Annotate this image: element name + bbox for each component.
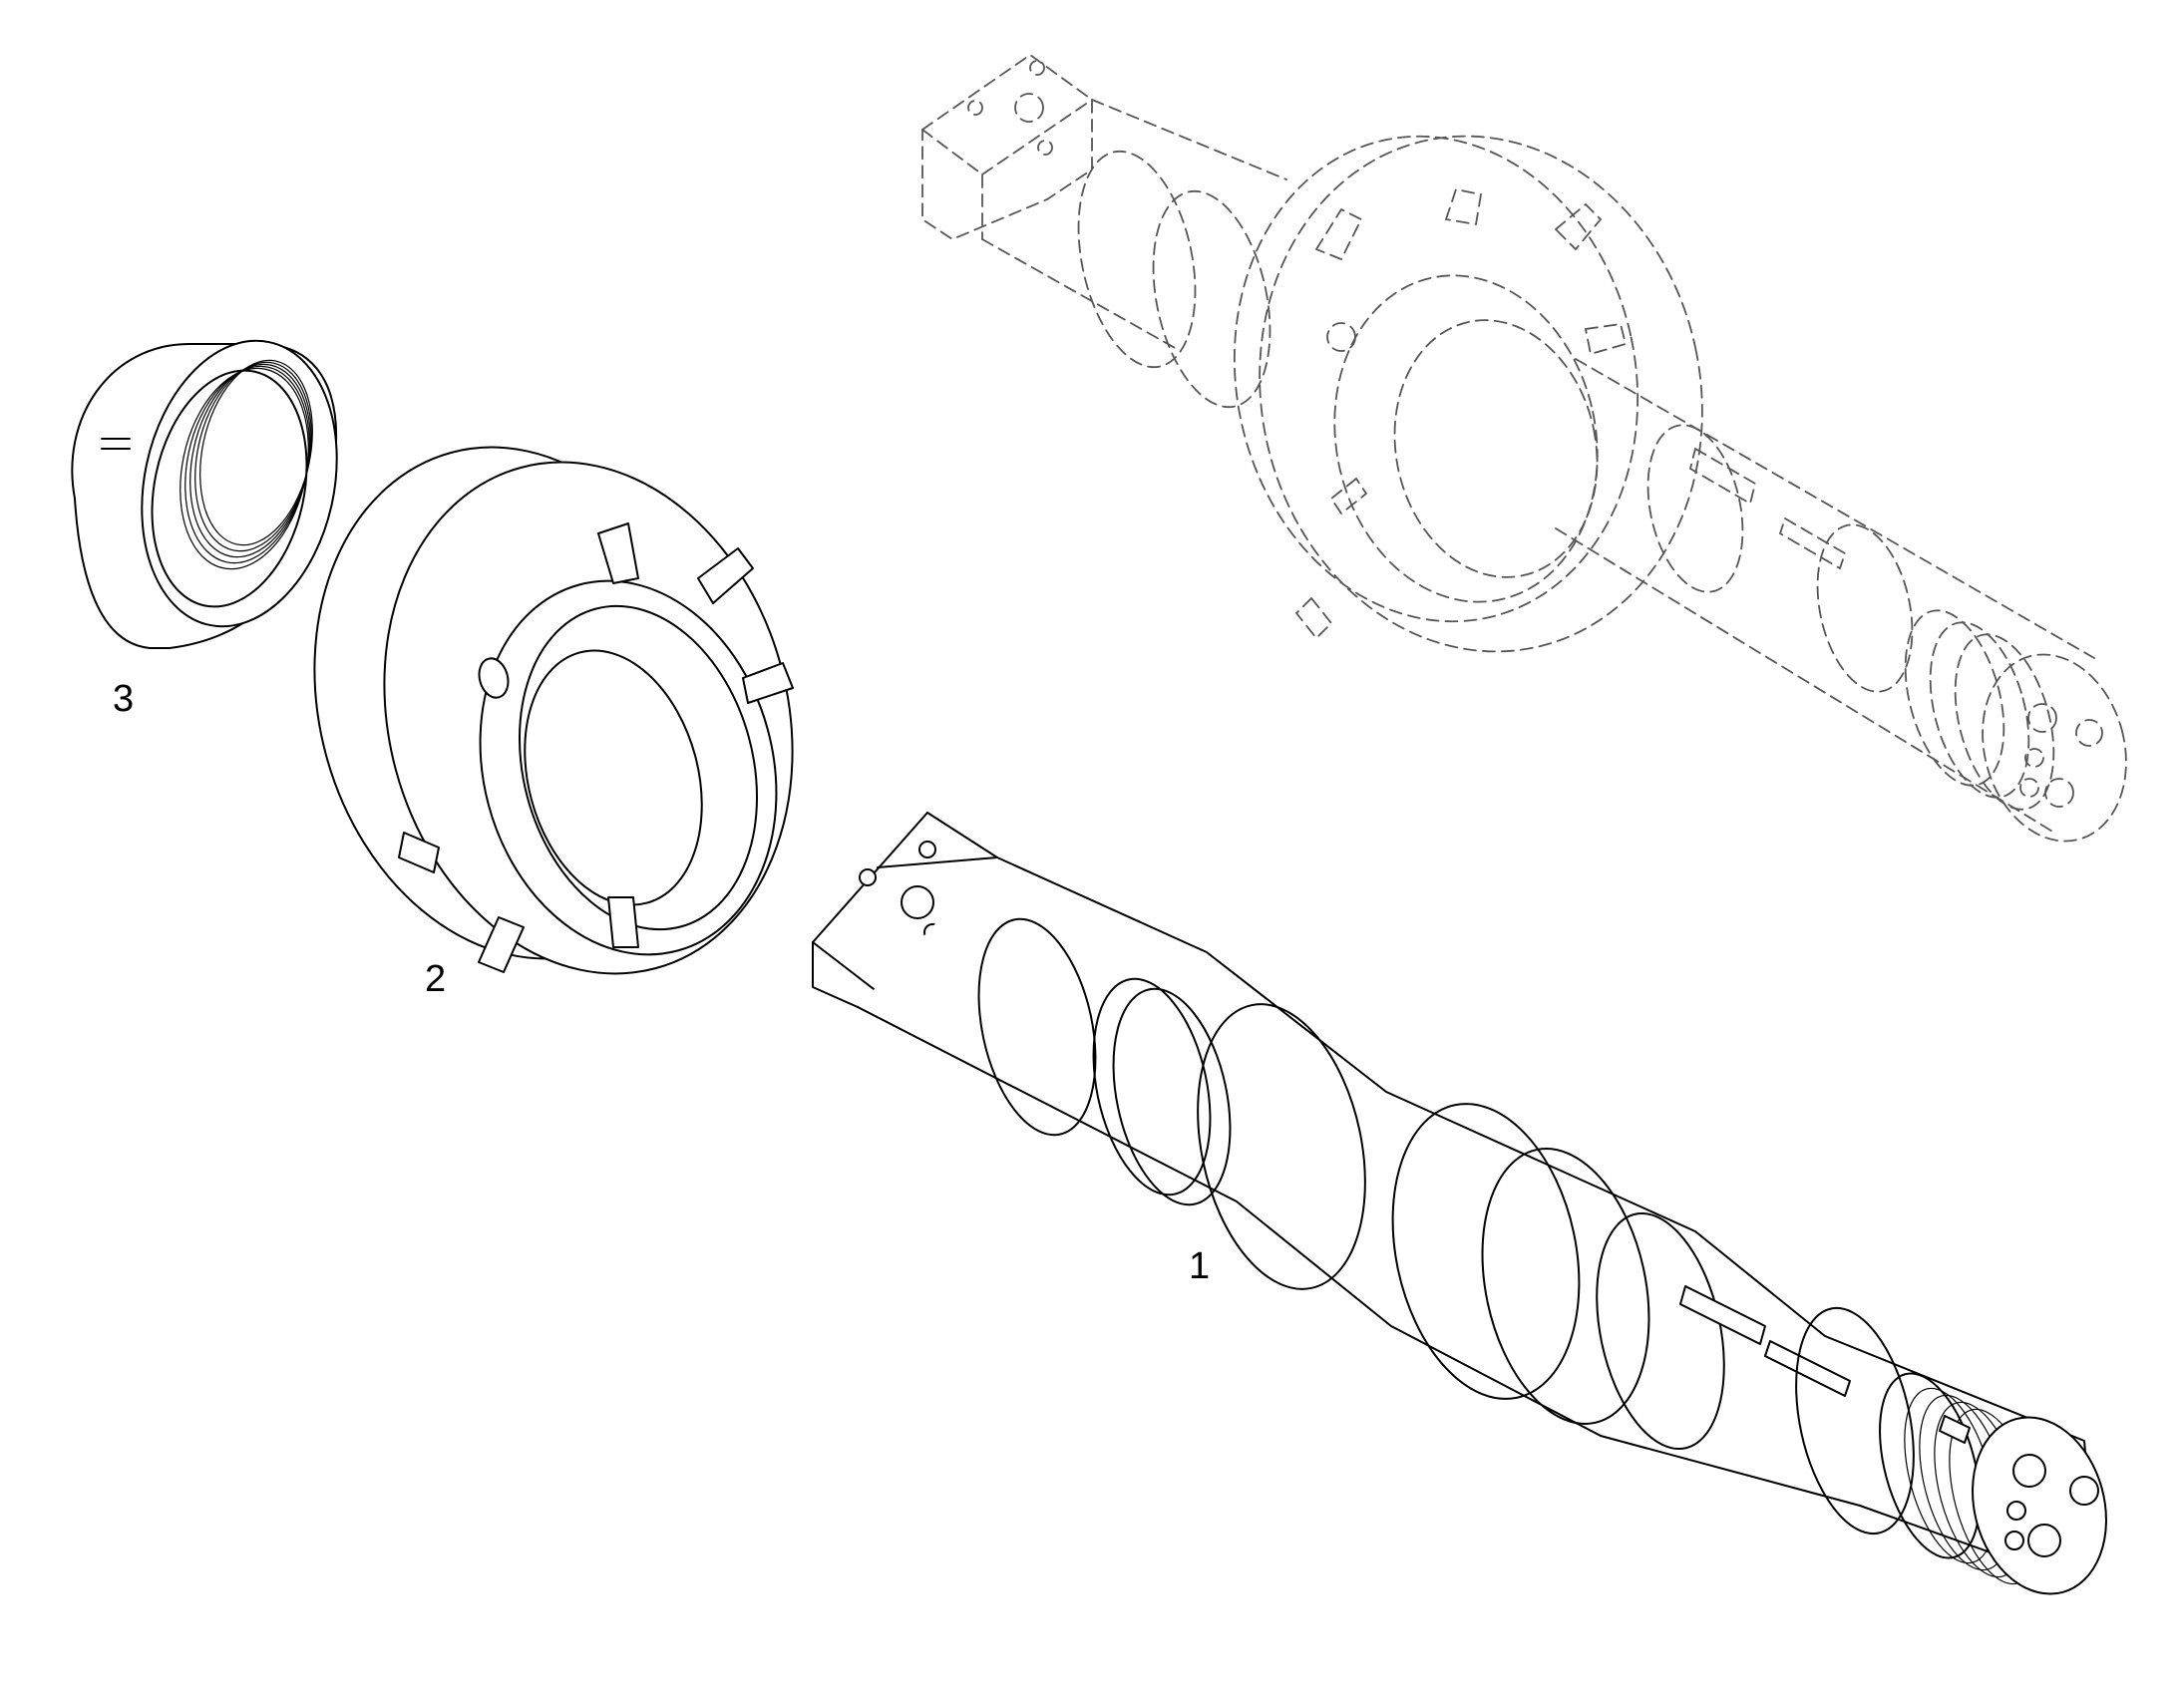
flange-bolt-hole bbox=[478, 657, 510, 699]
shaft-body bbox=[857, 856, 2095, 1576]
shaft-end-face bbox=[1972, 1416, 2107, 1595]
part-2-label: 2 bbox=[425, 958, 447, 1000]
part-3-nut bbox=[71, 339, 338, 649]
part-1-shaft bbox=[812, 812, 2107, 1595]
assembled-shaft-phantom bbox=[921, 53, 2127, 843]
shaft-collar-2 bbox=[1092, 977, 1212, 1196]
shaft-collar-3 bbox=[1197, 1003, 1366, 1290]
shaft-collar-4 bbox=[1391, 1103, 1581, 1400]
part-2-flange bbox=[313, 446, 794, 975]
shaft-keyway-2 bbox=[1764, 1340, 1851, 1397]
phantom-threaded-end bbox=[1982, 653, 2127, 843]
phantom-end-block bbox=[921, 53, 1093, 241]
phantom-flange bbox=[1259, 135, 1703, 653]
part-1-label: 1 bbox=[1189, 1245, 1211, 1287]
shaft-collar-1 bbox=[977, 917, 1097, 1137]
shaft-keyway-1 bbox=[1679, 1285, 1766, 1345]
part-3-label: 3 bbox=[113, 678, 135, 720]
